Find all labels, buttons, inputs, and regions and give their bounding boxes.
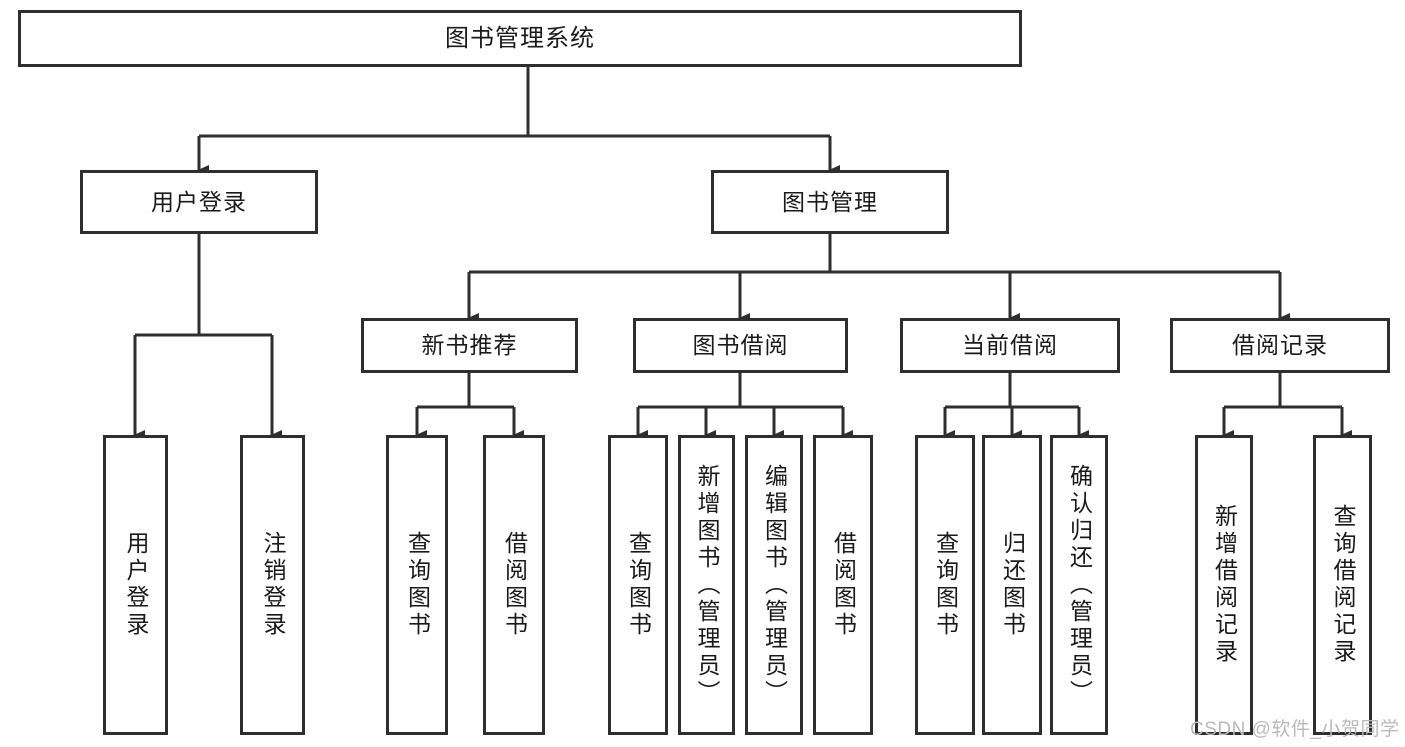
node-leaf-9[interactable]: 归还图书 xyxy=(982,435,1042,735)
node-leaf-label: 查询借阅记录 xyxy=(1330,504,1356,666)
node-level2-label: 用户登录 xyxy=(151,188,247,215)
node-leaf-label: 新增图书（管理员） xyxy=(694,463,720,707)
node-leaf-3[interactable]: 借阅图书 xyxy=(483,435,545,735)
node-level2-1[interactable]: 图书管理 xyxy=(711,170,949,234)
node-leaf-label: 查询图书 xyxy=(404,531,431,639)
node-leaf-label: 归还图书 xyxy=(999,531,1026,639)
node-leaf-label: 借阅图书 xyxy=(830,531,857,639)
node-leaf-10[interactable]: 确认归还（管理员） xyxy=(1050,435,1108,735)
node-root[interactable]: 图书管理系统 xyxy=(18,10,1022,67)
node-level3-label: 借阅记录 xyxy=(1232,332,1328,359)
node-leaf-label: 确认归还（管理员） xyxy=(1066,463,1093,707)
node-leaf-6[interactable]: 编辑图书（管理员） xyxy=(745,435,803,735)
node-leaf-12[interactable]: 查询借阅记录 xyxy=(1313,435,1372,735)
node-level2-label: 图书管理 xyxy=(782,188,878,215)
node-level3-1[interactable]: 图书借阅 xyxy=(633,318,848,373)
node-leaf-label: 借阅图书 xyxy=(501,531,528,639)
node-level3-label: 图书借阅 xyxy=(692,332,789,359)
node-leaf-label: 注销登录 xyxy=(260,531,286,639)
node-leaf-11[interactable]: 新增借阅记录 xyxy=(1195,435,1253,735)
node-leaf-7[interactable]: 借阅图书 xyxy=(813,435,873,735)
node-root-label: 图书管理系统 xyxy=(445,24,595,52)
node-leaf-4[interactable]: 查询图书 xyxy=(608,435,668,735)
node-leaf-label: 查询图书 xyxy=(625,531,652,639)
node-leaf-0[interactable]: 用户登录 xyxy=(103,435,168,735)
watermark: CSDN @软件_小贺同学 xyxy=(1190,719,1400,740)
node-level2-0[interactable]: 用户登录 xyxy=(80,170,318,234)
node-leaf-label: 查询图书 xyxy=(932,531,959,639)
node-leaf-5[interactable]: 新增图书（管理员） xyxy=(678,435,735,735)
node-leaf-1[interactable]: 注销登录 xyxy=(240,435,305,735)
node-leaf-2[interactable]: 查询图书 xyxy=(386,435,448,735)
node-level3-0[interactable]: 新书推荐 xyxy=(361,318,578,373)
node-leaf-label: 新增借阅记录 xyxy=(1211,504,1238,666)
node-level3-label: 新书推荐 xyxy=(421,332,518,359)
node-level3-label: 当前借阅 xyxy=(962,332,1058,359)
node-level3-3[interactable]: 借阅记录 xyxy=(1170,318,1390,373)
node-leaf-label: 编辑图书（管理员） xyxy=(761,463,788,707)
node-leaf-label: 用户登录 xyxy=(123,531,149,639)
node-leaf-8[interactable]: 查询图书 xyxy=(915,435,975,735)
node-level3-2[interactable]: 当前借阅 xyxy=(900,318,1120,373)
